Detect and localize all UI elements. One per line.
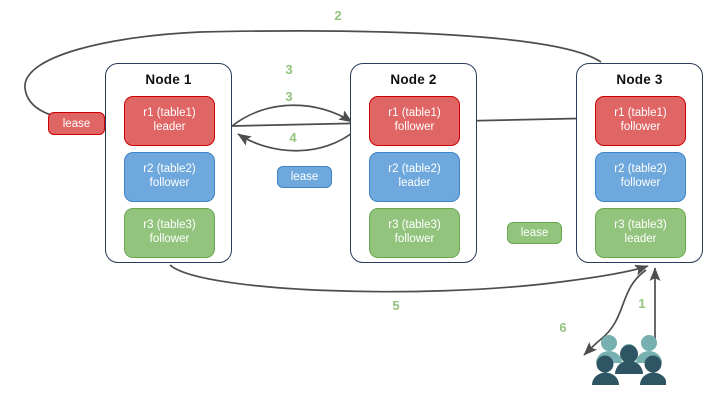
replica-node2-r1[interactable]: r1 (table1) follower: [369, 96, 460, 146]
replica-node3-r2[interactable]: r2 (table2) follower: [595, 152, 686, 202]
replica-node1-r2[interactable]: r2 (table2) follower: [124, 152, 215, 202]
lease-label: lease: [290, 171, 319, 183]
replica-name: r2 (table2): [614, 163, 667, 176]
replica-name: r1 (table1): [388, 107, 441, 120]
node-title-node1: Node 1: [145, 72, 192, 87]
replica-name: r3 (table3): [388, 219, 441, 232]
replica-role: leader: [398, 177, 431, 189]
arrow-step-5: [169, 264, 649, 293]
replica-node3-r1[interactable]: r1 (table1) follower: [595, 96, 686, 146]
replica-node2-r2[interactable]: r2 (table2) leader: [369, 152, 460, 202]
lease-badge-red[interactable]: lease: [48, 112, 105, 135]
replica-role: follower: [394, 233, 435, 245]
replica-name: r2 (table2): [388, 163, 441, 176]
step-label-6: 6: [559, 320, 567, 335]
replica-role: leader: [624, 233, 657, 245]
replica-node1-r3[interactable]: r3 (table3) follower: [124, 208, 215, 258]
node-title-node2: Node 2: [390, 72, 437, 87]
lease-badge-green[interactable]: lease: [507, 222, 562, 244]
replica-name: r3 (table3): [143, 219, 196, 232]
people-group-icon: [592, 332, 667, 388]
replica-role: follower: [149, 233, 190, 245]
replica-role: follower: [620, 121, 661, 133]
lease-badge-blue[interactable]: lease: [277, 166, 332, 188]
step-label-5: 5: [392, 298, 400, 313]
step-label-2: 2: [334, 8, 342, 23]
arrow-step-4: [237, 129, 357, 152]
step-label-3b: 3: [285, 89, 293, 104]
lease-label: lease: [62, 117, 91, 130]
step-label-4: 4: [289, 130, 297, 145]
node-container-node1[interactable]: Node 1 r1 (table1) leader r2 (table2) fo…: [105, 63, 232, 263]
lease-label: lease: [520, 227, 549, 239]
arrow-step-2: [24, 30, 602, 128]
node-container-node3[interactable]: Node 3 r1 (table1) follower r2 (table2) …: [576, 63, 703, 263]
replica-name: r3 (table3): [614, 219, 667, 232]
arrow-step-3-lower: [231, 104, 353, 127]
replica-name: r1 (table1): [143, 107, 196, 120]
node-title-node3: Node 3: [616, 72, 663, 87]
replica-node1-r1[interactable]: r1 (table1) leader: [124, 96, 215, 146]
arrow-step-6: [583, 269, 647, 356]
step-label-1: 1: [638, 296, 646, 311]
replica-role: follower: [620, 177, 661, 189]
replica-name: r2 (table2): [143, 163, 196, 176]
replica-role: leader: [153, 121, 186, 133]
step-label-3a: 3: [285, 62, 293, 77]
replica-node3-r3[interactable]: r3 (table3) leader: [595, 208, 686, 258]
node-container-node2[interactable]: Node 2 r1 (table1) follower r2 (table2) …: [350, 63, 477, 263]
replica-name: r1 (table1): [614, 107, 667, 120]
replica-node2-r3[interactable]: r3 (table3) follower: [369, 208, 460, 258]
replica-role: follower: [394, 121, 435, 133]
replica-role: follower: [149, 177, 190, 189]
